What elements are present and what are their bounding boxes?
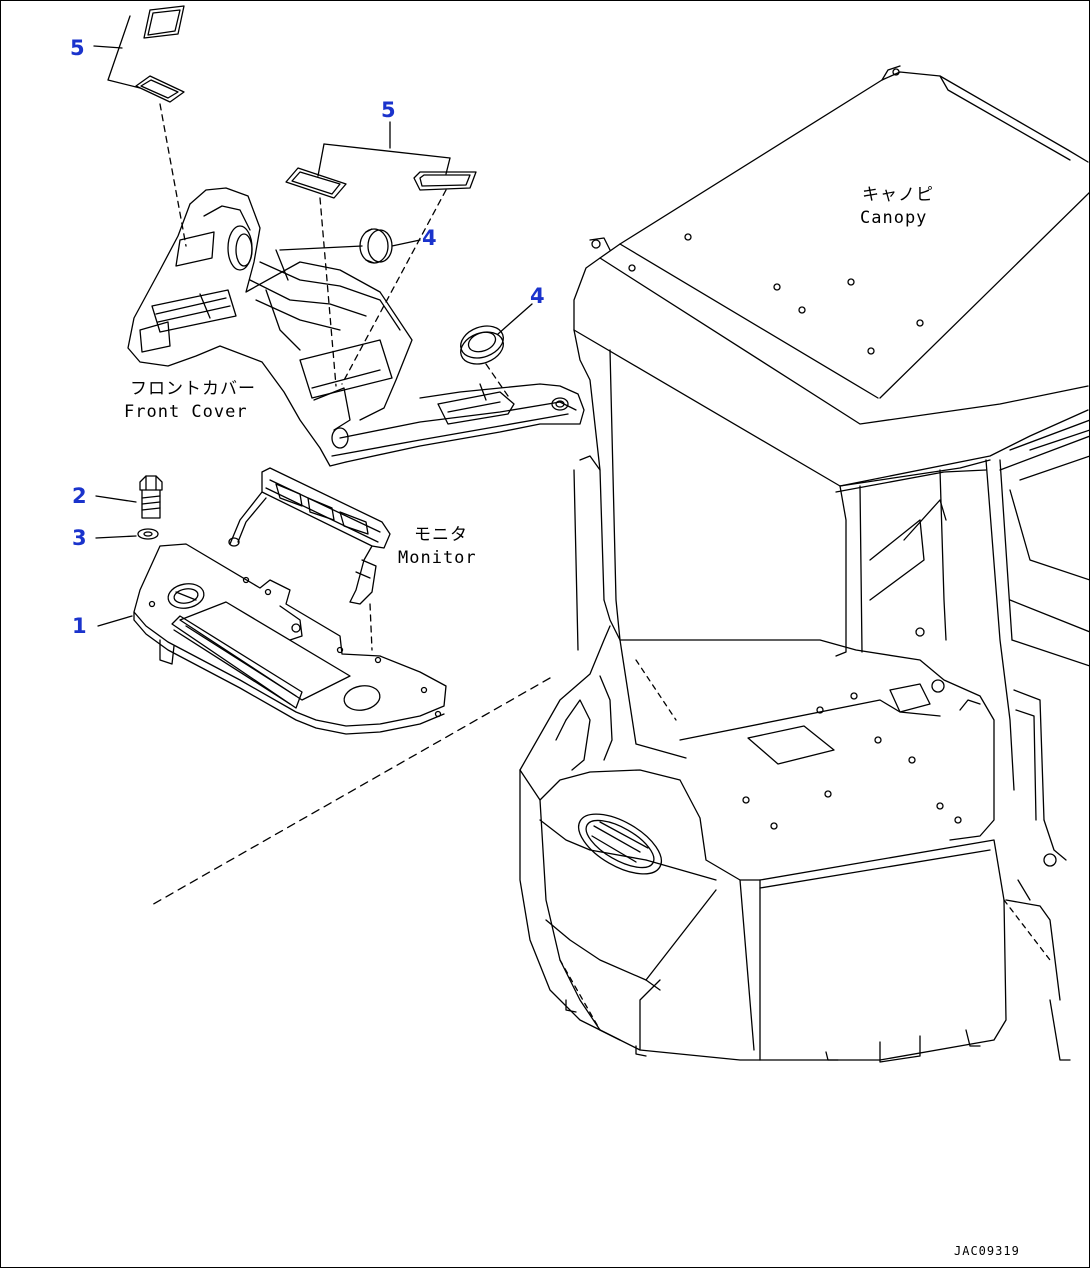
sticker-top-1 (143, 5, 185, 39)
label-monitor-en: Monitor (398, 548, 477, 568)
washer (137, 528, 159, 540)
sticker-top-2 (135, 75, 185, 103)
label-front-cover-en: Front Cover (124, 402, 248, 422)
label-front-cover-jp: フロントカバー (130, 379, 256, 399)
callout-2: 2 (72, 484, 87, 508)
bolt (139, 475, 163, 519)
label-canopy-jp: キャノピ (862, 185, 934, 205)
dashed-leaders-stickers (159, 103, 447, 387)
cab-hidden-lines (559, 659, 1051, 1031)
dashed-leader-grommet (485, 363, 509, 397)
leader-lines-4 (279, 239, 533, 335)
label-monitor-jp: モニタ (414, 525, 468, 545)
front-cover (127, 187, 585, 467)
callout-3: 3 (72, 526, 87, 550)
callout-5-mid: 5 (381, 98, 396, 122)
sticker-mid-1 (285, 167, 347, 199)
bracket-plate (97, 543, 447, 735)
leader-lines-2-3 (95, 495, 137, 539)
monitor (228, 467, 391, 605)
drawing-id: JAC09319 (954, 1244, 1020, 1258)
callout-4-lower: 4 (530, 284, 545, 308)
leader-lines-5 (93, 15, 451, 177)
cab-frame (573, 329, 1090, 821)
dashed-leader-monitor (369, 603, 373, 651)
callout-4-upper: 4 (422, 226, 437, 250)
sticker-mid-2 (413, 171, 477, 191)
callout-5-top: 5 (70, 36, 85, 60)
cab-console (519, 625, 1071, 1063)
canopy-roof (573, 65, 1090, 487)
grommet-1 (359, 228, 393, 264)
cab-floor (603, 599, 995, 841)
label-canopy-en: Canopy (860, 208, 928, 228)
assembly-line (149, 677, 551, 907)
callout-1: 1 (72, 614, 87, 638)
grommet-2 (460, 325, 504, 365)
